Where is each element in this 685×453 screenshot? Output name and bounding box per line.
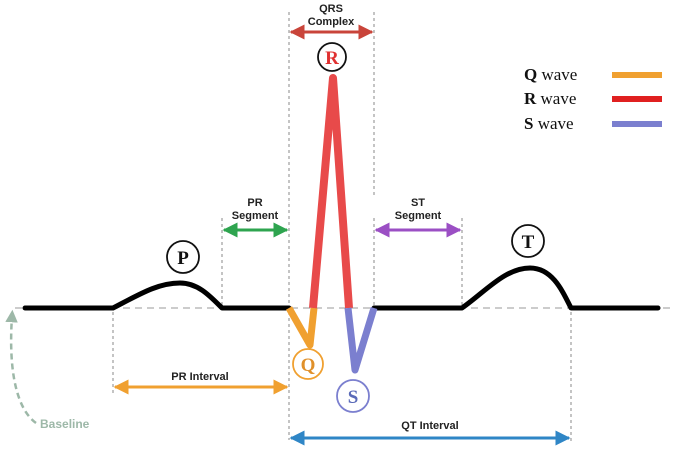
s-wave-circle — [336, 379, 370, 413]
legend-r-letter: R — [524, 89, 537, 108]
pr-interval-label: PR Interval — [171, 371, 228, 383]
q-wave-letter: Q — [301, 355, 316, 376]
legend-s-letter: S — [524, 114, 533, 133]
svg-text:S wave: S wave — [524, 114, 574, 133]
pr-segment-label-line2: Segment — [232, 210, 279, 222]
legend-q-swatch — [612, 72, 662, 78]
r-wave-letter: R — [325, 48, 339, 69]
r-wave-circle — [317, 42, 347, 72]
t-wave-trace — [371, 265, 661, 311]
svg-text:Q wave: Q wave — [524, 65, 577, 84]
t-wave-letter: T — [522, 232, 535, 253]
r-wave-path — [309, 74, 353, 309]
legend-r-text: wave — [541, 89, 577, 108]
legend-q-letter: Q — [524, 65, 537, 84]
legend-s-text: wave — [538, 114, 574, 133]
legend: Q wave R wave S wave — [524, 65, 662, 133]
legend-item-q: Q wave — [524, 65, 662, 84]
qrs-label-line2: Complex — [308, 16, 355, 28]
st-segment-label-line1: ST — [411, 197, 425, 209]
pr-segment-label-line1: PR — [247, 197, 262, 209]
qt-interval-label: QT Interval — [401, 420, 458, 432]
baseline-arrow — [5, 309, 37, 425]
p-wave-letter: P — [177, 248, 189, 269]
legend-item-s: S wave — [524, 114, 662, 133]
legend-item-r: R wave — [524, 89, 662, 108]
s-wave-letter: S — [348, 387, 359, 408]
q-wave-path — [285, 306, 318, 349]
legend-q-text: wave — [541, 65, 577, 84]
p-wave-circle — [166, 240, 200, 274]
legend-s-swatch — [612, 121, 662, 127]
s-wave-path — [344, 306, 378, 374]
svg-text:R wave: R wave — [524, 89, 576, 108]
qrs-label-line1: QRS — [319, 3, 343, 15]
st-segment-label-line2: Segment — [395, 210, 442, 222]
legend-r-swatch — [612, 96, 662, 102]
baseline-label: Baseline — [40, 417, 90, 431]
p-wave-trace — [22, 280, 292, 311]
q-wave-circle — [292, 348, 324, 380]
t-wave-circle — [511, 224, 545, 258]
